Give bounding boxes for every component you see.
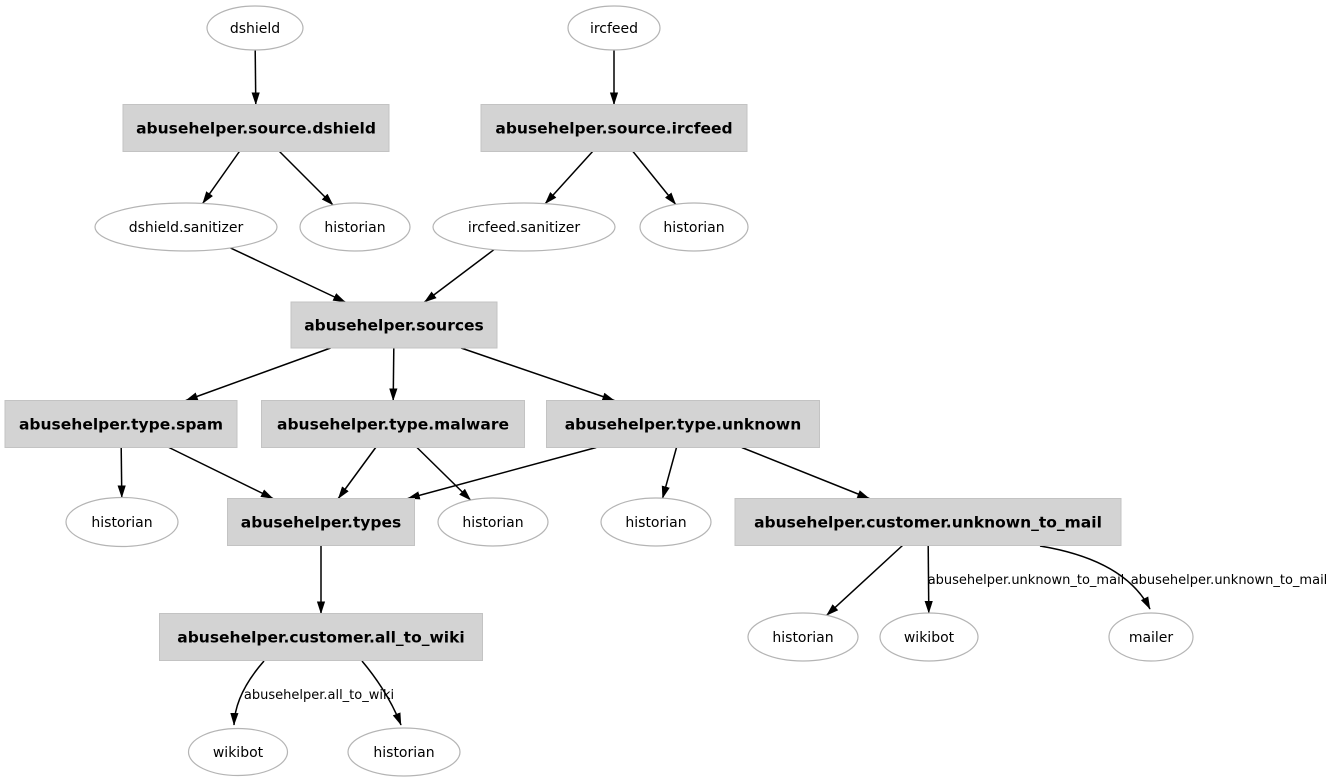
node-source-ircfeed: abusehelper.source.ircfeed [480, 104, 748, 152]
edge-type-malware-to-historian-4 [416, 446, 472, 501]
node-ircfeed-sanitizer: ircfeed.sanitizer [432, 202, 616, 252]
node-sources: abusehelper.sources [290, 301, 498, 349]
edge-type-malware-to-types [337, 447, 377, 499]
node-label: historian [324, 220, 385, 236]
node-source-dshield: abusehelper.source.dshield [122, 104, 390, 152]
node-historian-2: historian [639, 202, 749, 252]
edge-source-ircfeed-to-historian-2 [632, 151, 677, 205]
node-label: dshield.sanitizer [129, 220, 244, 236]
edge-type-spam-to-types [168, 446, 274, 500]
ellipse-shape [747, 612, 859, 662]
ellipse-shape [1108, 612, 1194, 662]
ellipse-shape [639, 202, 749, 252]
edge-all-to-wiki-to-wikibot-2 [230, 660, 265, 726]
node-mailer: mailer [1108, 612, 1194, 662]
box-shape [261, 400, 525, 448]
ellipse-shape [347, 727, 461, 777]
edge-dshield-to-source-dshield [251, 49, 260, 106]
node-wikibot-2: wikibot [187, 727, 289, 777]
node-dshield: dshield [206, 5, 304, 51]
edge-layer: abusehelper.all_to_wiki abusehelper.unkno… [117, 49, 1328, 726]
edge-all-to-wiki-to-historian-7 [361, 660, 402, 726]
edge-label: abusehelper.unknown_to_mail [928, 573, 1125, 588]
ellipse-shape [94, 202, 278, 252]
node-type-malware: abusehelper.type.malware [261, 400, 525, 448]
node-historian-7: historian [347, 727, 461, 777]
node-dshield-sanitizer: dshield.sanitizer [94, 202, 278, 252]
node-label: historian [91, 515, 152, 531]
box-shape [290, 301, 498, 349]
ellipse-shape [65, 496, 179, 548]
node-historian-1: historian [299, 202, 411, 252]
node-label: abusehelper.customer.unknown_to_mail [754, 514, 1102, 532]
box-shape [546, 400, 820, 448]
node-type-unknown: abusehelper.type.unknown [546, 400, 820, 448]
node-historian-3: historian [65, 496, 179, 548]
box-shape [4, 400, 238, 448]
node-label: historian [772, 630, 833, 646]
edge-dshield-sanitizer-to-sources [230, 247, 346, 303]
node-label: abusehelper.sources [304, 317, 484, 335]
ellipse-shape [567, 5, 661, 51]
box-shape [734, 498, 1122, 546]
edge-source-dshield-to-historian-1 [278, 150, 334, 206]
box-shape [480, 104, 748, 152]
edge-label: abusehelper.all_to_wiki [244, 688, 394, 703]
node-label: wikibot [904, 630, 955, 646]
edge-type-unknown-to-types [407, 446, 597, 500]
node-label: abusehelper.customer.all_to_wiki [177, 629, 465, 647]
node-label: abusehelper.source.ircfeed [495, 120, 732, 138]
edge-unknown-to-mail-to-wikibot-1 [924, 545, 933, 614]
edge-label: abusehelper.unknown_to_mail [1131, 573, 1328, 588]
node-historian-6: historian [747, 612, 859, 662]
node-label: wikibot [213, 745, 264, 761]
edge-sources-to-type-spam [185, 347, 331, 402]
box-shape [122, 104, 390, 152]
edge-ircfeed-sanitizer-to-sources [424, 249, 495, 303]
edge-type-unknown-to-unknown-to-mail [741, 446, 870, 500]
edge-sources-to-type-malware [389, 347, 398, 402]
node-label: dshield [230, 21, 280, 37]
node-historian-4: historian [437, 497, 549, 547]
edge-sources-to-type-unknown [460, 347, 615, 402]
node-label: abusehelper.types [241, 514, 401, 532]
node-layer: dshield ircfeed abusehelper.source.dshield… [4, 5, 1194, 777]
edge-source-ircfeed-to-ircfeed-sanitizer [544, 150, 594, 205]
node-all-to-wiki: abusehelper.customer.all_to_wiki [159, 613, 483, 661]
node-types: abusehelper.types [227, 498, 415, 546]
node-label: ircfeed [590, 21, 638, 37]
node-label: historian [625, 515, 686, 531]
edge-type-unknown-to-historian-5 [661, 447, 678, 499]
node-label: mailer [1129, 630, 1174, 646]
ellipse-shape [879, 612, 979, 662]
node-label: abusehelper.type.malware [277, 416, 509, 434]
node-label: abusehelper.type.spam [19, 416, 223, 434]
box-shape [227, 498, 415, 546]
node-unknown-to-mail: abusehelper.customer.unknown_to_mail [734, 498, 1122, 546]
node-type-spam: abusehelper.type.spam [4, 400, 238, 448]
ellipse-shape [600, 497, 712, 547]
node-label: ircfeed.sanitizer [468, 220, 581, 236]
edge-unknown-to-mail-to-mailer [1039, 545, 1151, 610]
ellipse-shape [432, 202, 616, 252]
ellipse-shape [299, 202, 411, 252]
box-shape [159, 613, 483, 661]
edge-type-spam-to-historian-3 [117, 447, 126, 499]
edge-source-dshield-to-dshield-sanitizer [202, 151, 241, 204]
ellipse-shape [437, 497, 549, 547]
node-ircfeed: ircfeed [567, 5, 661, 51]
node-wikibot-1: wikibot [879, 612, 979, 662]
ellipse-shape [187, 727, 289, 777]
ellipse-shape [206, 5, 304, 51]
node-historian-5: historian [600, 497, 712, 547]
node-label: historian [373, 745, 434, 761]
node-label: historian [462, 515, 523, 531]
edge-unknown-to-mail-to-historian-6 [826, 544, 904, 616]
node-label: abusehelper.source.dshield [136, 120, 376, 138]
node-label: abusehelper.type.unknown [565, 416, 802, 434]
node-label: historian [663, 220, 724, 236]
